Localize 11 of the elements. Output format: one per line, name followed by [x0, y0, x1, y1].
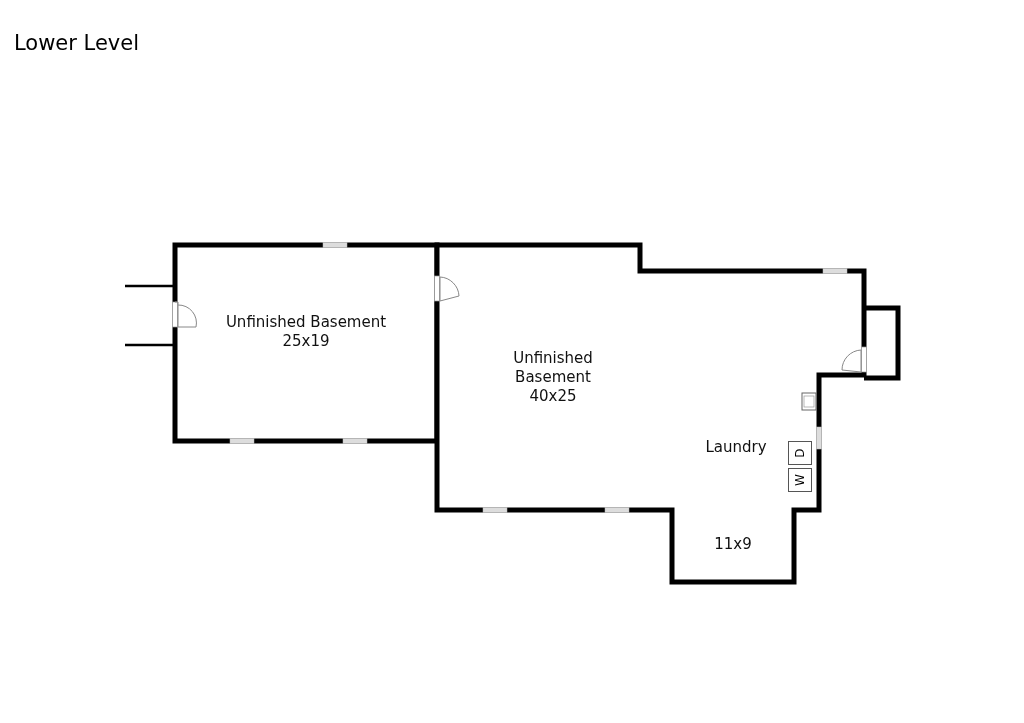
floor-title: Lower Level	[14, 31, 139, 55]
washer-symbol: W	[788, 468, 812, 492]
room-name: Unfinished Basement	[512, 349, 594, 387]
room	[175, 245, 437, 441]
room-dimensions: 40x25	[528, 387, 578, 406]
dryer-symbol: D	[788, 441, 812, 465]
room-name: Unfinished Basement	[224, 313, 388, 332]
room-dimensions: 25x19	[281, 332, 331, 351]
room	[437, 245, 866, 582]
room-label: Laundry	[705, 438, 767, 456]
room-label: 11x9	[714, 535, 752, 553]
